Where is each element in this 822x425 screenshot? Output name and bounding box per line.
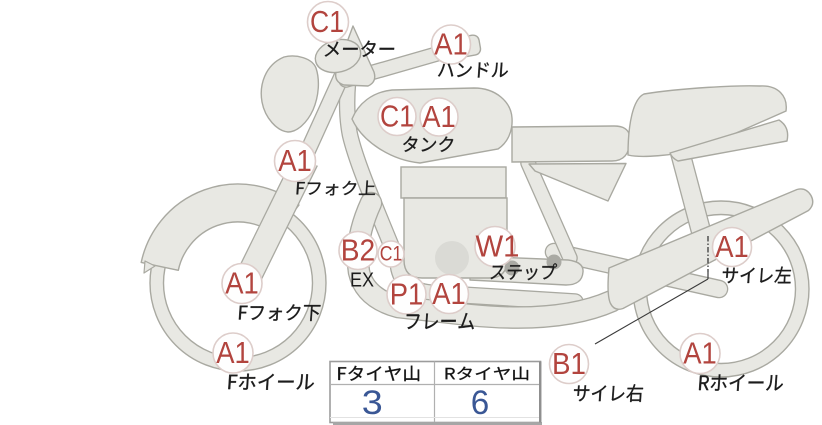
svg-text:B1: B1	[552, 346, 586, 381]
svg-text:A1: A1	[422, 99, 456, 134]
svg-text:A1: A1	[683, 336, 717, 371]
svg-text:A1: A1	[434, 27, 468, 62]
svg-text:A1: A1	[225, 266, 259, 301]
svg-text:EX: EX	[350, 270, 374, 292]
svg-text:P1: P1	[390, 277, 424, 312]
svg-text:B2: B2	[341, 233, 376, 268]
svg-text:3: 3	[362, 384, 383, 422]
svg-text:A1: A1	[715, 229, 749, 264]
svg-text:A1: A1	[216, 335, 250, 370]
svg-text:C1: C1	[380, 242, 403, 266]
svg-text:C1: C1	[310, 4, 344, 39]
svg-text:W1: W1	[476, 229, 520, 264]
svg-text:C1: C1	[380, 99, 414, 134]
svg-text:A1: A1	[278, 143, 312, 178]
svg-text:6: 6	[471, 384, 490, 422]
svg-text:A1: A1	[432, 276, 466, 311]
